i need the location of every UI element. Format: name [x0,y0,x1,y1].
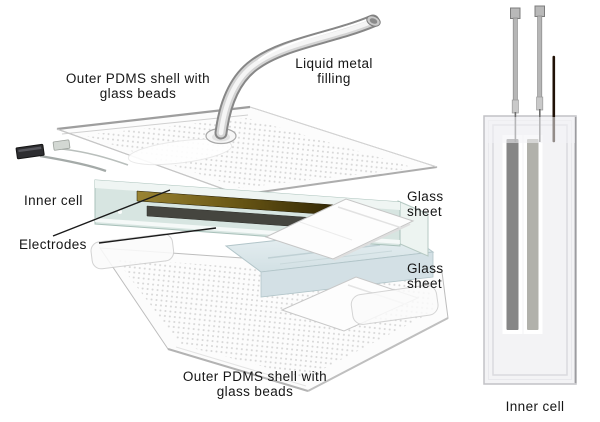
tube-light [218,18,376,136]
top-shell-back-edge [56,105,251,131]
panel-electrode-left [506,139,519,330]
glass-sheet-upper-face [264,198,415,260]
glass-sheet-upper-fold [337,206,403,229]
needle-left-shaft [512,17,518,103]
flex-trace-1 [39,154,107,173]
pdms-dimple-pad-left [90,233,175,270]
slab-sparkle-1 [118,210,122,214]
bottom-shell-right-edge [307,317,449,392]
label-liquid-metal-filling: Liquid metal filling [272,56,396,86]
leader-line-electrodes-lower [98,227,217,244]
top-shell-bead-texture [84,118,415,188]
label-outer-pdms-shell-top: Outer PDMS shell with glass beads [28,71,248,101]
label-glass-sheet-lower: Glass sheet [407,261,457,291]
label-line: Glass [407,189,444,204]
top-shell-sheen [127,138,233,166]
filling-tube [214,14,381,140]
label-line: filling [317,71,351,86]
flex-trace-2 [61,148,129,166]
inner-cell-panel-view [483,5,577,385]
tube-open-end-bore [369,18,378,24]
leader-line-electrodes-upper [52,189,171,237]
top-shell-front-edge [239,166,438,196]
needle-left-joint [511,99,519,114]
label-line: Liquid metal [295,56,373,71]
block-front-face [260,251,434,298]
label-line: glass beads [216,384,294,399]
label-line: sheet [407,204,443,219]
leader-lines [52,189,217,244]
pdms-dimple-pad-right [350,284,439,325]
panel-top-glass-overlay [485,117,575,143]
glass-sheet-upper-edge [333,223,411,261]
flex-tab [52,139,71,151]
label-line: glass beads [99,86,177,101]
label-line: sheet [407,276,443,291]
needle-left-cap [510,7,521,19]
label-glass-sheet-upper: Glass sheet [407,189,457,219]
label-electrodes: Electrodes [19,237,87,252]
glass-sheet-upper [264,198,415,261]
label-line: Glass [407,261,444,276]
needle-right-joint [536,96,544,111]
glass-sheet-upper-fold-2 [299,221,353,241]
bottom-shell-front-edge [167,348,309,392]
needle-right-cap [534,5,545,17]
label-inner-cell-left: Inner cell [24,193,83,208]
top-shell-right-edge [249,106,438,168]
label-line: Outer PDMS shell with [65,71,211,86]
slab-top-band [95,180,400,210]
label-outer-pdms-shell-bottom: Outer PDMS shell with glass beads [145,369,365,399]
label-inner-cell-panel: Inner cell [505,399,565,414]
flex-cable-assembly [15,139,129,173]
tube-highlight [258,17,371,61]
flex-connector-stripe [18,146,42,153]
panel-electrode-right [527,139,539,330]
top-pdms-shell [56,105,438,196]
label-line: Outer PDMS shell with [182,369,328,384]
needle-right-shaft [537,15,543,99]
bottom-shell-edge-highlight [175,346,307,387]
